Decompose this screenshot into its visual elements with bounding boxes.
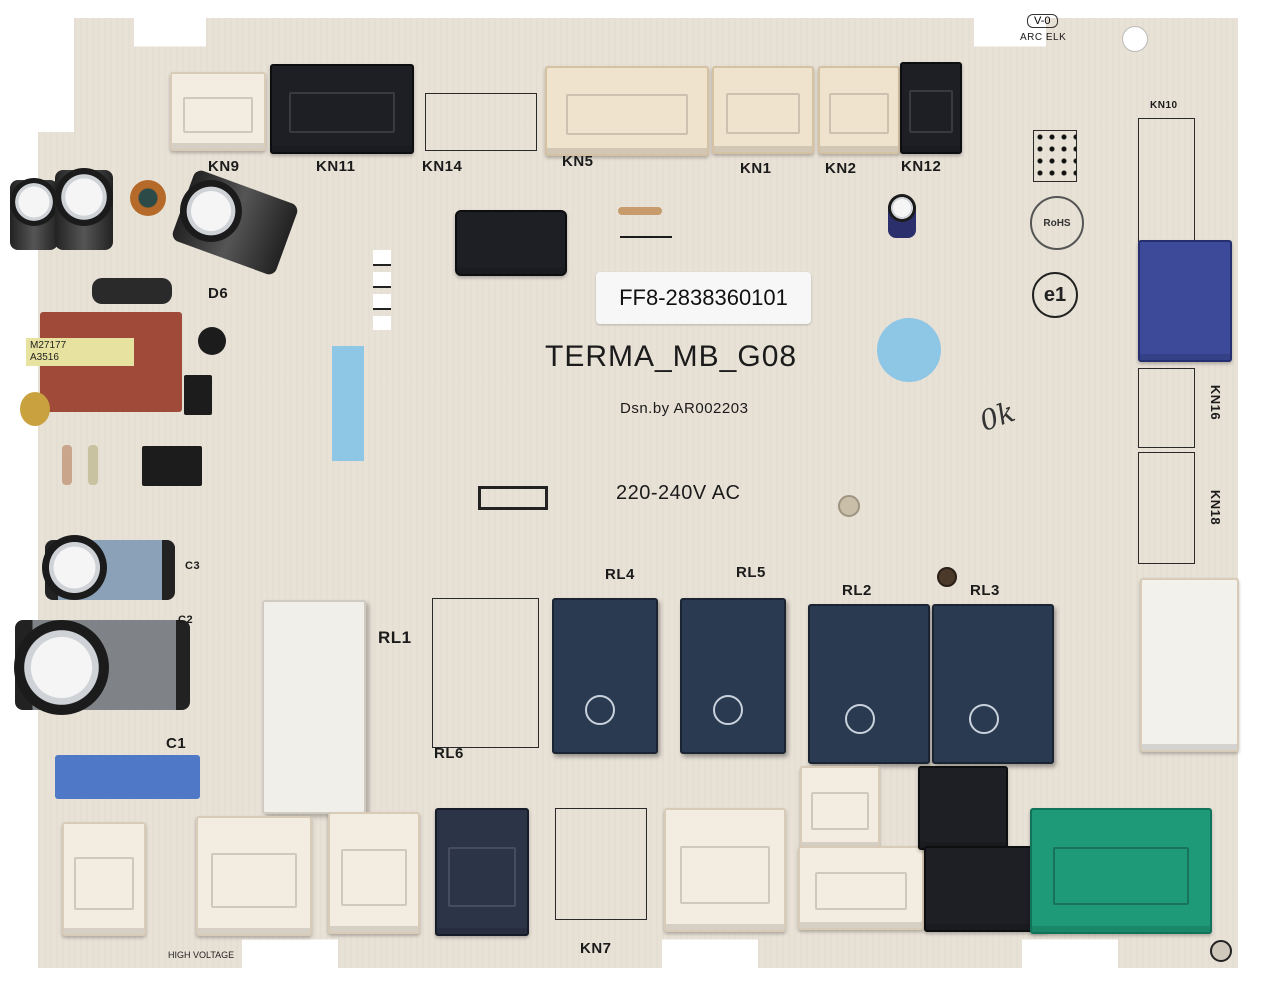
footprint-rl6 [432,598,539,748]
resistor [618,207,662,215]
capacitor-c2 [14,620,109,715]
capacitor-c1 [55,755,200,799]
footprint-kn7 [555,808,647,920]
high-voltage-warning: HIGH VOLTAGE [168,950,235,960]
jumper-legend [373,250,391,330]
label-rl2: RL2 [842,582,872,599]
inductor [130,180,166,216]
silkscreen-bar [478,486,548,510]
label-c3: C3 [185,560,201,572]
capacitor-left-1 [10,178,58,226]
connector-kn9 [170,72,266,151]
rohs-mark: RoHS [1030,196,1084,250]
label-c1: C1 [166,735,187,752]
designer-label: Dsn.by AR002203 [620,400,749,417]
diode-d6 [92,278,172,304]
label-kn2: KN2 [825,160,857,177]
label-kn18: KN18 [1208,489,1224,526]
voltage-label: 220-240V AC [616,482,741,504]
footprint-kn14 [425,93,537,151]
connector-bottom-6a [918,766,1008,850]
pin-header-footprint [1033,130,1077,182]
e1-mark: e1 [1032,272,1078,318]
relay-rl4 [552,598,658,754]
connector-kn2 [818,66,900,154]
label-kn1: KN1 [740,160,772,177]
ic-chip-2 [142,446,202,486]
capacitor-c3 [42,535,107,600]
footprint-kn16 [1138,368,1195,448]
model-label: TERMA_MB_G08 [545,340,798,373]
mounting-hole [1122,26,1148,52]
relay-rl3 [932,604,1054,764]
connector-bottom-navy [435,808,529,936]
label-kn12: KN12 [901,158,942,175]
relay-rl1 [262,600,366,814]
label-kn14: KN14 [422,158,463,175]
relay-rl2 [808,604,930,764]
label-kn9: KN9 [208,158,240,175]
connector-bottom-6b [924,846,1048,932]
connector-kn12 [900,62,962,154]
footprint-kn18 [1138,452,1195,564]
connector-bottom-5a [800,766,880,850]
resistor [88,445,98,485]
label-rl3: RL3 [970,582,1000,599]
label-rl5: RL5 [736,564,766,581]
connector-kn10-blue [1138,240,1232,362]
resistor-pair [62,445,72,485]
label-kn5: KN5 [562,153,594,170]
label-d6: D6 [208,285,229,302]
label-rl1: RL1 [378,628,412,647]
label-rl6: RL6 [434,745,464,762]
capacitor-large-top [180,180,242,242]
label-kn16: KN16 [1208,384,1224,421]
via-rl3 [937,567,957,587]
light-window-round [877,318,941,382]
connector-right-tall [1140,578,1239,752]
connector-bottom-5b [798,846,924,930]
label-rl4: RL4 [605,566,635,583]
ic-chip-1 [184,375,212,415]
relay-rl5 [680,598,786,754]
label-c2: C2 [178,614,194,626]
connector-6pin-center [455,210,567,276]
light-window-rect [332,346,364,461]
connector-bottom-green [1030,808,1212,934]
arc-text: ARC ELK [1020,32,1067,43]
connector-bottom-1 [62,822,146,936]
connector-bottom-2 [196,816,312,936]
label-kn10: KN10 [1150,100,1178,111]
mounting-via [838,495,860,517]
connector-bottom-3 [328,812,420,934]
part-number-sticker: FF8-2838360101 [596,272,811,324]
flammability-mark: V-0 [1027,14,1058,28]
connector-kn11 [270,64,414,154]
mounting-hole-bottom-right [1210,940,1232,962]
label-kn11: KN11 [316,158,356,175]
label-kn7: KN7 [580,940,612,957]
footprint-kn10 [1138,118,1195,242]
transistor [198,327,226,355]
capacitor-left-2 [55,168,113,226]
connector-kn1 [712,66,814,154]
connector-bottom-4 [664,808,786,932]
ceramic-capacitor [20,392,50,426]
transformer-label: M27177 A3516 [26,338,134,366]
connector-kn5 [545,66,709,156]
